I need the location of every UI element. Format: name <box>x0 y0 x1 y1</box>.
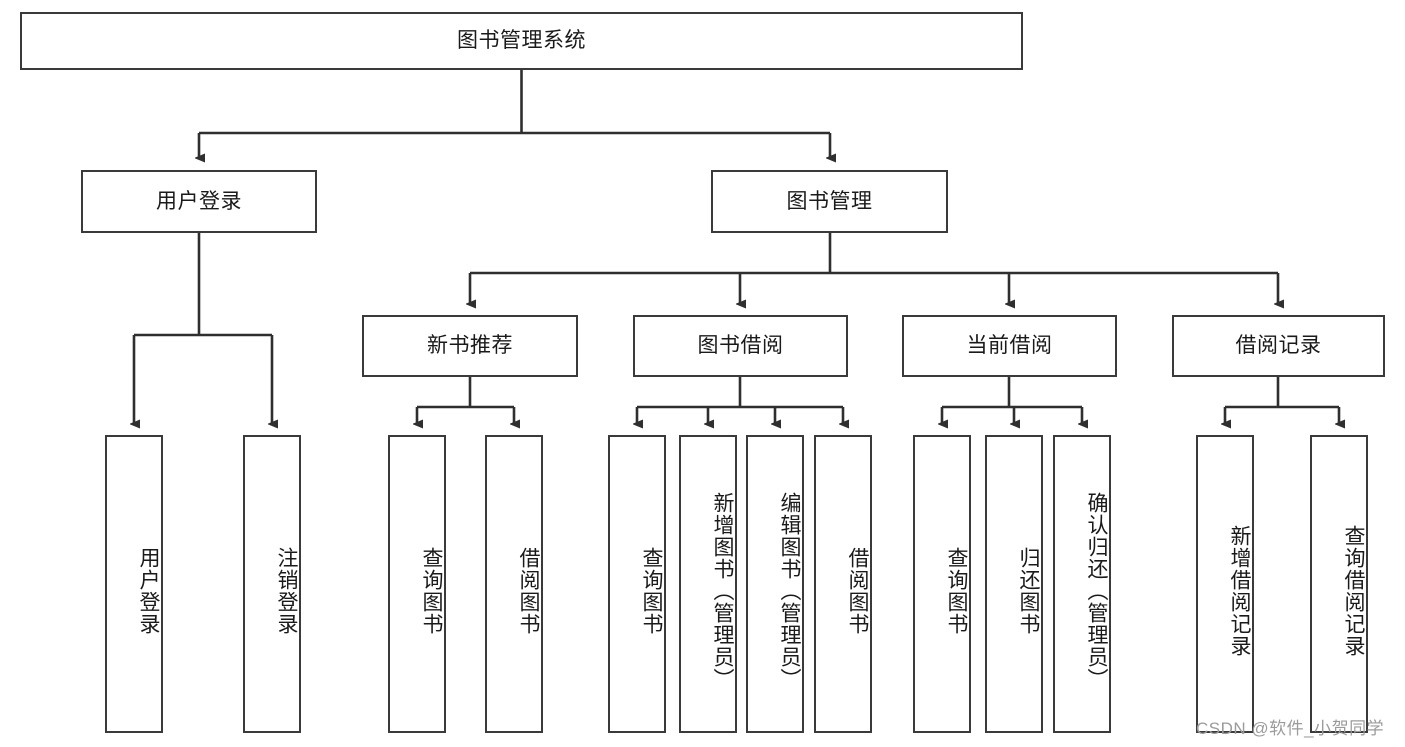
leaf-query-book-current[interactable]: 查询图书 <box>913 435 971 733</box>
node-borrow-record[interactable]: 借阅记录 <box>1172 315 1385 377</box>
leaf-add-book-admin[interactable]: 新增图书（管理员） <box>679 435 737 733</box>
leaf-confirm-return-admin[interactable]: 确认归还（管理员） <box>1053 435 1111 733</box>
leaf-edit-book-admin[interactable]: 编辑图书（管理员） <box>746 435 804 733</box>
node-current-borrow[interactable]: 当前借阅 <box>902 315 1117 377</box>
leaf-query-borrow-record[interactable]: 查询借阅记录 <box>1310 435 1368 733</box>
leaf-query-book-borrow[interactable]: 查询图书 <box>608 435 666 733</box>
leaf-user-login[interactable]: 用户登录 <box>105 435 163 733</box>
leaf-query-book-recommend[interactable]: 查询图书 <box>388 435 446 733</box>
leaf-borrow-book[interactable]: 借阅图书 <box>814 435 872 733</box>
node-book-borrow[interactable]: 图书借阅 <box>633 315 848 377</box>
leaf-add-borrow-record[interactable]: 新增借阅记录 <box>1196 435 1254 733</box>
leaf-borrow-book-recommend[interactable]: 借阅图书 <box>485 435 543 733</box>
node-root[interactable]: 图书管理系统 <box>20 12 1023 70</box>
leaf-return-book[interactable]: 归还图书 <box>985 435 1043 733</box>
csdn-watermark: CSDN @软件_小贺同学 <box>1196 719 1385 738</box>
node-user-login[interactable]: 用户登录 <box>81 170 317 233</box>
leaf-logout[interactable]: 注销登录 <box>243 435 301 733</box>
node-new-book-recommend[interactable]: 新书推荐 <box>362 315 578 377</box>
node-book-management[interactable]: 图书管理 <box>711 170 948 233</box>
